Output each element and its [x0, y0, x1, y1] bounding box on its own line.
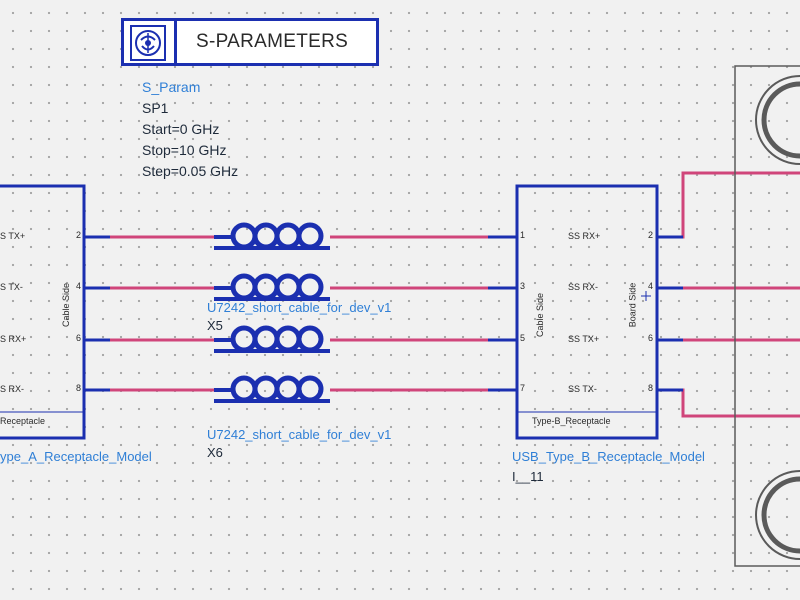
cable-top-instance: X5 [207, 318, 223, 333]
cable-bottom-instance: X6 [207, 445, 223, 460]
left-pin-label-1: S TX+ [0, 231, 26, 241]
right-left-pin-number-2: 3 [520, 281, 526, 291]
right-cable-side-label: Cable Side [535, 292, 546, 338]
right-pin-label-3: SS TX+ [568, 334, 600, 344]
right-right-pin-number-3: 6 [648, 333, 654, 343]
s-param-step: Step=0.05 GHz [142, 163, 239, 179]
s-param-stop: Stop=10 GHz [142, 142, 227, 158]
s-parameters-divider [174, 21, 177, 63]
s-parameters-controller[interactable]: S-PARAMETERS [121, 18, 379, 66]
right-right-pin-number-2: 4 [648, 281, 654, 291]
left-pin-number-1: 2 [76, 230, 82, 240]
right-board-side-label: Board Side [627, 282, 638, 328]
right-pin-label-1: SS RX+ [568, 231, 601, 241]
left-pin-number-4: 8 [76, 383, 82, 393]
right-component-instance: I__11 [512, 469, 544, 484]
left-pin-label-4: S RX- [0, 384, 25, 394]
right-right-pin-number-4: 8 [648, 383, 654, 393]
connector-graphic[interactable] [734, 65, 800, 567]
cable-top-name[interactable]: U7242_short_cable_for_dev_v1 [207, 300, 392, 315]
wires [84, 171, 800, 418]
left-cable-side-label: Cable Side [61, 282, 72, 328]
type-b-receptacle-component[interactable] [515, 184, 659, 440]
type-a-receptacle-component[interactable] [0, 184, 86, 440]
left-component-name[interactable]: ype_A_Receptacle_Model [0, 449, 152, 464]
s-parameters-title: S-PARAMETERS [196, 31, 349, 52]
coil-row-4 [214, 375, 330, 403]
right-left-pin-number-3: 5 [520, 333, 526, 343]
s-param-instance: SP1 [142, 100, 169, 116]
right-component-footer: Type-B_Receptacle [532, 416, 611, 426]
right-right-pin-number-1: 2 [648, 230, 654, 240]
wire-right-4[interactable] [657, 388, 800, 418]
cable-bottom-name[interactable]: U7242_short_cable_for_dev_v1 [207, 427, 392, 442]
coil-row-2 [214, 273, 330, 301]
right-pin-label-4: SS TX- [568, 384, 597, 394]
s-parameters-icon [130, 25, 166, 61]
left-pin-label-2: S TX- [0, 282, 23, 292]
left-pin-label-3: S RX+ [0, 334, 27, 344]
pin-stubs [84, 235, 683, 392]
coil-row-3 [214, 325, 330, 353]
s-param-start: Start=0 GHz [142, 121, 220, 137]
right-left-pin-number-1: 1 [520, 230, 526, 240]
right-left-pin-number-4: 7 [520, 383, 526, 393]
right-pin-label-2: SS RX- [568, 282, 599, 292]
s-parameters-properties: S_Param SP1 Start=0 GHz Stop=10 GHz Step… [142, 77, 238, 182]
right-component-name[interactable]: USB_Type_B_Receptacle_Model [512, 449, 705, 464]
left-component-footer: Receptacle [0, 416, 46, 426]
wire-right-1[interactable] [657, 171, 800, 239]
s-param-model: S_Param [142, 79, 201, 95]
left-pin-number-2: 4 [76, 281, 82, 291]
coil-row-1 [214, 222, 330, 250]
plus-marker [641, 291, 651, 301]
left-pin-number-3: 6 [76, 333, 82, 343]
cable-coils[interactable] [214, 222, 330, 403]
